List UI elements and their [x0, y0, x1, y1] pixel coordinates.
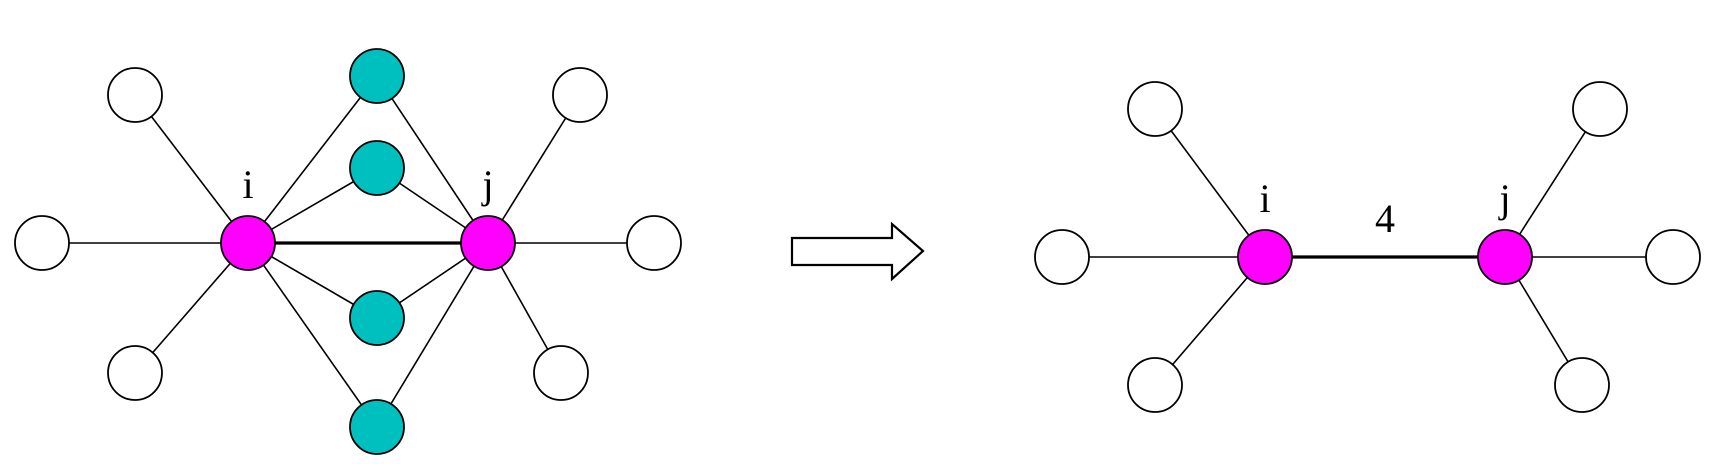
neighbor-node: [552, 67, 608, 123]
label-j: j: [480, 162, 493, 207]
neighbor-node: [533, 345, 589, 401]
edge-i-c4: [247, 242, 378, 428]
neighbor-node: [1572, 81, 1628, 137]
neighbor-node: [626, 215, 682, 271]
common-neighbor-node: [349, 290, 405, 346]
edge-j-n4: [487, 94, 581, 244]
edge-j-n4: [1504, 108, 1601, 258]
neighbor-node: [1034, 229, 1090, 285]
neighbor-node: [1554, 357, 1610, 413]
right-arrow-icon: [790, 221, 925, 282]
neighbor-node: [1645, 229, 1701, 285]
common-neighbor-node: [349, 48, 405, 104]
neighbor-node: [107, 345, 163, 401]
label-i: i: [1259, 176, 1270, 221]
hub-node-j: [1477, 229, 1533, 285]
common-neighbor-node: [349, 140, 405, 196]
edge-i-c1: [247, 75, 378, 244]
edge-j-c4: [376, 242, 489, 428]
common-neighbor-node: [349, 399, 405, 455]
left-graph: i j: [14, 48, 682, 455]
edge-i-n1: [1154, 108, 1266, 258]
edge-i-n1: [134, 94, 249, 244]
neighbor-node: [107, 67, 163, 123]
neighbor-node: [1127, 357, 1183, 413]
hub-node-j: [460, 215, 516, 271]
hub-node-i: [220, 215, 276, 271]
edge-j-c1: [376, 75, 489, 244]
label-j: j: [1497, 176, 1510, 221]
hub-node-i: [1237, 229, 1293, 285]
neighbor-node: [14, 215, 70, 271]
edge-i-n3: [1154, 256, 1266, 386]
edge-i-n3: [134, 242, 249, 374]
label-i: i: [242, 162, 253, 207]
right-graph: i j 4: [1034, 81, 1701, 413]
edge-weight-label: 4: [1375, 196, 1395, 241]
neighbor-node: [1127, 81, 1183, 137]
